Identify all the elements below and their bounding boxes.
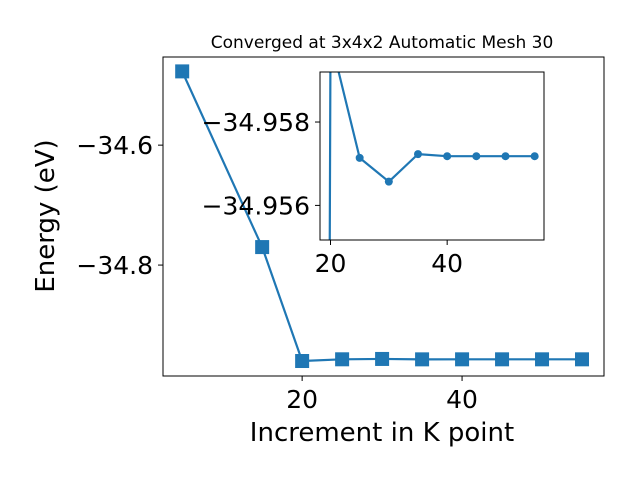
data-point — [501, 152, 510, 161]
data-point — [295, 354, 310, 369]
series-line — [181, 70, 583, 363]
axes-frame — [319, 71, 545, 241]
axes-frame — [162, 56, 605, 377]
data-point — [455, 352, 470, 367]
chart-title: Converged at 3x4x2 Automatic Mesh 30 — [211, 33, 554, 53]
inset-plot: 20 40 −34.958 −34.956 — [202, 71, 545, 278]
series-group — [175, 64, 590, 369]
data-point — [175, 64, 190, 79]
data-point — [472, 152, 481, 161]
x-tick-label: 40 — [446, 385, 478, 414]
data-point — [443, 152, 452, 161]
series-line — [328, 71, 535, 241]
data-point — [375, 351, 390, 366]
x-tick-label: 40 — [431, 249, 463, 278]
data-point — [495, 352, 510, 367]
data-point — [335, 352, 350, 367]
data-point — [535, 352, 550, 367]
data-point — [415, 352, 430, 367]
y-axis-label: Energy (eV) — [31, 139, 61, 292]
y-tick-label: −34.956 — [202, 191, 310, 220]
data-point — [414, 150, 422, 159]
data-point — [355, 153, 364, 162]
data-point — [384, 177, 393, 186]
x-tick-label: 20 — [315, 249, 347, 278]
data-point — [575, 352, 590, 367]
data-point — [255, 240, 270, 255]
x-tick-label: 20 — [286, 385, 318, 414]
data-point — [530, 152, 539, 161]
y-tick-label: −34.958 — [202, 108, 310, 137]
y-tick-label: −34.6 — [76, 131, 153, 160]
series-group — [328, 71, 539, 241]
y-tick-label: −34.8 — [76, 251, 153, 280]
x-axis-label: Increment in K point — [250, 418, 514, 448]
